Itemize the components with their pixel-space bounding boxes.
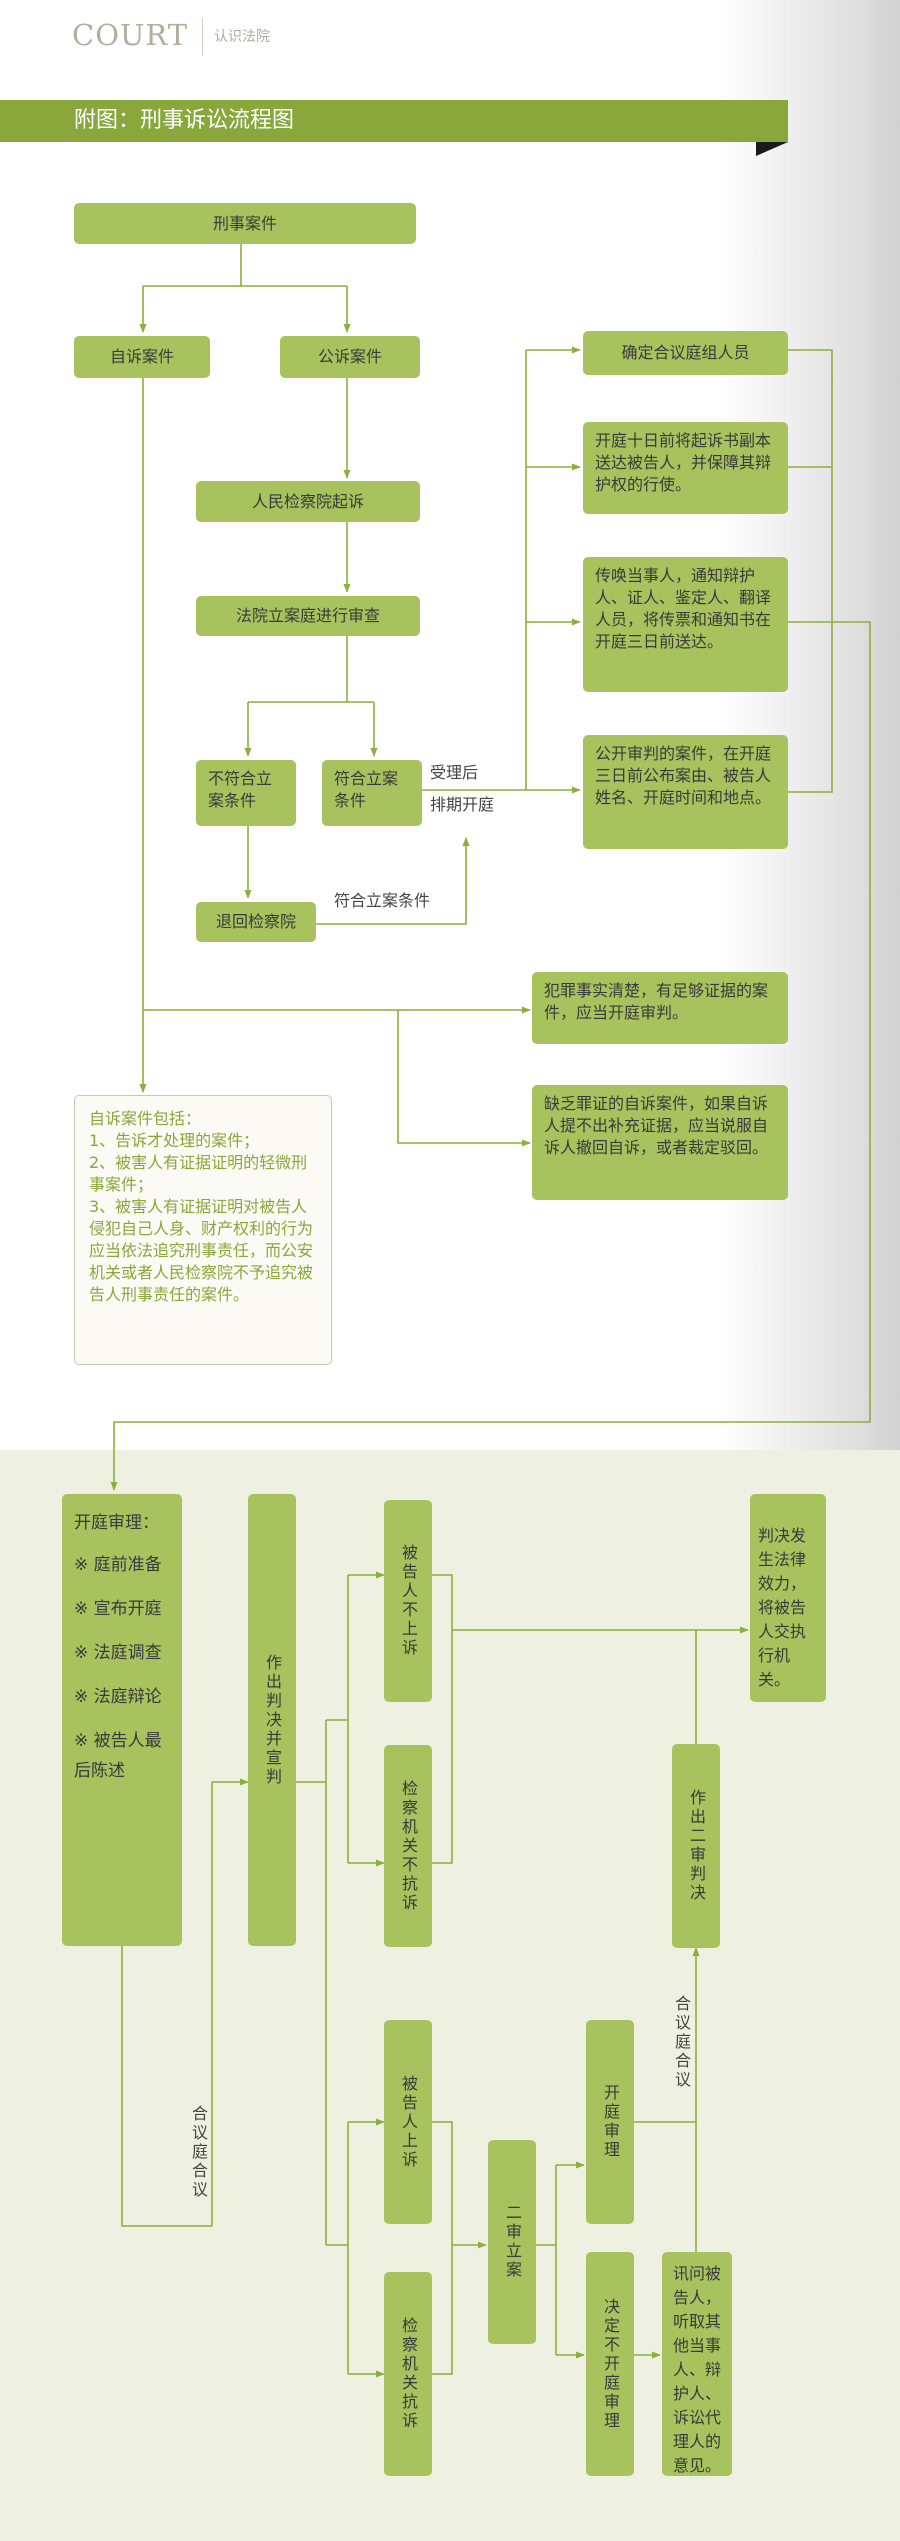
interrogate-node: 讯问被告人，听取其他当事人、辩护人、诉讼代理人的意见。 [662,2252,732,2476]
trial-step: ※ 庭前准备 [74,1555,162,1575]
public-prosecution-node: 公诉案件 [280,336,420,378]
procuratorate-protest-node: 检察机关抗诉 [384,2272,432,2476]
note-title: 自诉案件包括： [89,1109,202,1128]
defendant-no-appeal-node: 被告人不上诉 [384,1500,432,1702]
trial-step: ※ 宣布开庭 [74,1599,162,1619]
trial-step: ※ 被告人最后陈述 [74,1731,162,1781]
defendant-appeal-node: 被告人上诉 [384,2020,432,2224]
open-trial-label: 开庭审理 [601,2084,620,2160]
procuratorate-no-protest-label: 检察机关不抗诉 [399,1779,418,1913]
verdict-node: 作出判决并宣判 [248,1494,296,1946]
trial-step: ※ 法庭调查 [74,1643,162,1663]
criminal-case-node: 刑事案件 [74,203,416,244]
open-trial-node: 开庭审理 [586,2020,634,2224]
summon-parties-node: 传唤当事人，通知辩护人、证人、鉴定人、翻译人员，将传票和通知书在开庭三日前送达。 [583,557,788,692]
procuratorate-protest-label: 检察机关抗诉 [399,2317,418,2431]
second-verdict-label: 作出二审判决 [687,1789,706,1903]
panel-deliberation-label-left: 合议庭合议 [189,2105,208,2200]
logo-divider [202,18,203,56]
verdict-label: 作出判决并宣判 [263,1653,282,1787]
defendant-appeal-label: 被告人上诉 [399,2074,418,2170]
note-item: 2、被害人有证据证明的轻微刑事案件； [89,1153,308,1194]
logo-subtitle: 认识法院 [214,29,270,45]
procuratorate-prosecute-node: 人民检察院起诉 [196,481,420,522]
no-open-trial-node: 决定不开庭审理 [586,2252,634,2476]
clear-facts-node: 犯罪事实清楚，有足够证据的案件，应当开庭审判。 [532,972,788,1044]
schedule-label: 排期开庭 [430,795,495,814]
panel-members-node: 确定合议庭组人员 [583,331,788,375]
panel-deliberation-label-right: 合议庭合议 [672,1995,691,2090]
lack-evidence-node: 缺乏罪证的自诉案件，如果自诉人提不出补充证据，应当说服自诉人撤回自诉，或者裁定驳… [532,1085,788,1200]
meet-conditions-label: 符合立案条件 [334,891,431,910]
court-logo: COURT [72,18,189,52]
public-notice-node: 公开审判的案件，在开庭三日前公布案由、被告人姓名、开庭时间和地点。 [583,735,788,849]
private-prosecution-node: 自诉案件 [74,336,210,378]
note-item: 3、被害人有证据证明对被告人侵犯自己人身、财产权利的行为应当依法追究刑事责任，而… [89,1197,314,1304]
defendant-no-appeal-label: 被告人不上诉 [399,1544,418,1658]
banner-fold-decoration [756,142,788,156]
not-meet-conditions-node: 不符合立案条件 [196,760,296,826]
title-banner [0,100,788,142]
trial-step: ※ 法庭辩论 [74,1687,162,1707]
trial-node: 开庭审理： ※ 庭前准备 ※ 宣布开庭 ※ 法庭调查 ※ 法庭辩论 ※ 被告人最… [62,1494,182,1946]
meet-conditions-node: 符合立案条件 [322,760,422,826]
deliver-indictment-node: 开庭十日前将起诉书副本送达被告人，并保障其辩护权的行使。 [583,422,788,514]
no-open-trial-label: 决定不开庭审理 [601,2297,620,2431]
return-procuratorate-node: 退回检察院 [196,902,316,942]
page-title: 附图：刑事诉讼流程图 [74,108,295,133]
court-review-node: 法院立案庭进行审查 [196,596,420,636]
accept-label: 受理后 [430,763,479,782]
procuratorate-no-protest-node: 检察机关不抗诉 [384,1745,432,1947]
private-case-note: 自诉案件包括： 1、告诉才处理的案件； 2、被害人有证据证明的轻微刑事案件； 3… [74,1095,332,1365]
effective-verdict-node: 判决发生法律效力，将被告人交执行机关。 [750,1494,826,1702]
second-verdict-node: 作出二审判决 [672,1744,720,1948]
trial-title: 开庭审理： [74,1513,159,1533]
second-filing-node: 二审立案 [488,2140,536,2344]
second-filing-label: 二审立案 [503,2204,522,2280]
note-item: 1、告诉才处理的案件； [89,1131,260,1150]
